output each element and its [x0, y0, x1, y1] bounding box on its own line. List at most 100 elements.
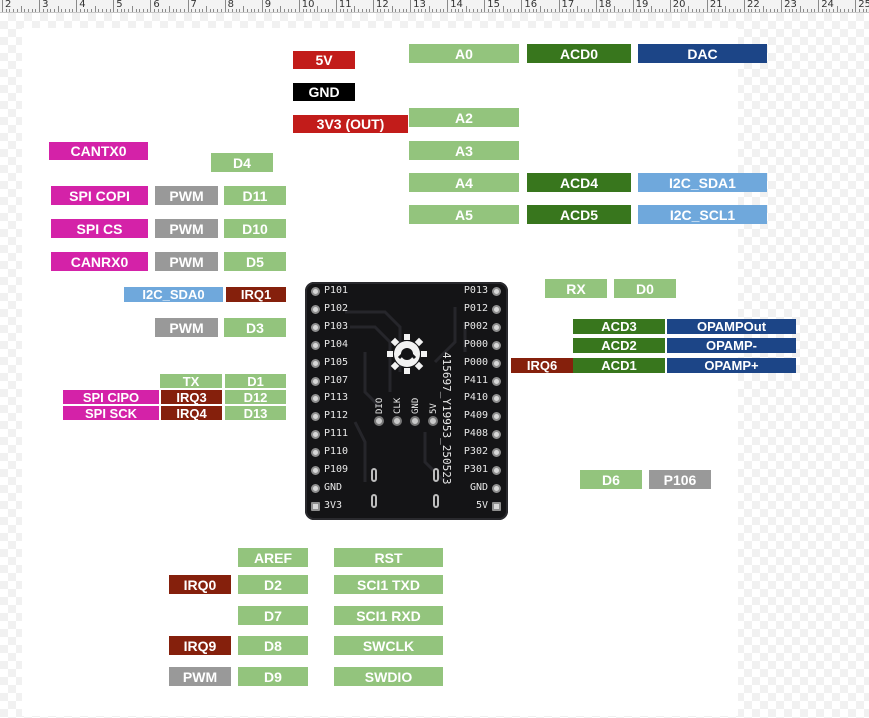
ruler-tick [495, 9, 497, 12]
pin-label-d12: D12 [225, 390, 286, 404]
ruler-tick [714, 9, 716, 12]
pin-label-irq9: IRQ9 [169, 636, 231, 655]
pin-name: P110 [324, 446, 349, 458]
ruler-tick [354, 6, 356, 12]
ruler-tick [651, 6, 653, 12]
ruler-tick [302, 9, 304, 12]
pin-label-i2c-scl1: I2C_SCL1 [638, 205, 767, 224]
pin-label-dac: DAC [638, 44, 767, 63]
ruler-number: 18 [598, 0, 612, 10]
ruler-tick [654, 9, 656, 12]
ruler-tick [335, 0, 337, 12]
pin-label-a5: A5 [409, 205, 519, 224]
ruler-tick [406, 9, 408, 12]
ruler-tick [510, 9, 512, 12]
ruler-tick [46, 9, 48, 12]
pin-label-rst: RST [334, 548, 443, 567]
pin-name: P000 [463, 338, 488, 350]
pin-label-a0: A0 [409, 44, 519, 63]
ruler-tick [751, 9, 753, 12]
ruler-tick [621, 9, 623, 12]
ruler-tick [803, 9, 805, 12]
ruler-tick [706, 0, 708, 12]
pin-label-pwm-d9: PWM [169, 667, 231, 686]
ruler-tick [16, 9, 18, 12]
ruler-tick [669, 0, 671, 12]
ruler-tick [625, 9, 627, 12]
pin-label-irq3: IRQ3 [161, 390, 222, 404]
ruler-number: 2 [5, 0, 12, 10]
pin-name: P103 [324, 320, 349, 332]
pin-pad [311, 358, 320, 368]
pin-name: P101 [324, 285, 349, 296]
ruler-tick [83, 9, 85, 12]
ruler-tick [432, 9, 434, 12]
ruler-tick [287, 9, 289, 12]
pin-label-d1: D1 [225, 374, 286, 388]
ruler-tick [673, 9, 675, 12]
ruler-tick [543, 9, 545, 12]
ruler-tick [721, 9, 723, 12]
ruler-tick [306, 9, 308, 12]
ruler-tick [695, 9, 697, 12]
pin-name: P104 [324, 338, 349, 350]
ruler-tick [606, 9, 608, 12]
swd-pad [428, 416, 438, 426]
ruler-tick [217, 9, 219, 12]
pin-label-opamp-minus: OPAMP- [667, 338, 796, 353]
ruler-tick [161, 9, 163, 12]
pin-label-irq1: IRQ1 [226, 287, 286, 302]
ruler-tick [213, 9, 215, 12]
pin-label-d3: D3 [224, 318, 286, 337]
ruler-tick [380, 9, 382, 12]
pin-pad [311, 322, 320, 332]
pin-name: P012 [463, 302, 488, 314]
ruler-tick [421, 9, 423, 12]
pin-label-aref: AREF [238, 548, 308, 567]
ruler-tick [120, 9, 122, 12]
ruler-tick [436, 9, 438, 12]
ruler-tick [476, 9, 478, 12]
ruler-tick [187, 0, 189, 12]
ruler-number: 10 [301, 0, 315, 10]
ruler-tick [617, 9, 619, 12]
ruler-tick [424, 9, 426, 12]
ruler-tick [781, 0, 783, 12]
pin-label-d6: D6 [580, 470, 642, 489]
ruler-tick [257, 9, 259, 12]
ruler-tick [146, 9, 148, 12]
swd-pad [374, 416, 384, 426]
ruler-tick [818, 0, 820, 12]
gear-logo-icon [387, 334, 427, 374]
ruler-tick [168, 6, 170, 12]
pin-pad [311, 376, 320, 386]
ruler-tick [198, 9, 200, 12]
pin-pad [492, 501, 501, 511]
pin-name: P408 [463, 428, 488, 440]
ruler-tick [361, 9, 363, 12]
ruler-tick [443, 9, 445, 12]
ruler-tick [347, 9, 349, 12]
pin-label-pwm-d10: PWM [155, 219, 218, 238]
ruler-tick [454, 9, 456, 12]
pin-pad [492, 412, 501, 422]
ruler-tick [280, 6, 282, 12]
ruler-tick [417, 9, 419, 12]
ruler-tick [699, 9, 701, 12]
pin-label-d9: D9 [238, 667, 308, 686]
ruler-tick [165, 9, 167, 12]
ruler-tick [447, 0, 449, 12]
ruler-tick [580, 9, 582, 12]
pin-pad [492, 430, 501, 440]
ruler-tick [94, 6, 96, 12]
pin-pad [311, 412, 320, 422]
ruler-tick [599, 9, 601, 12]
ruler-tick [666, 9, 668, 12]
ruler-number: 15 [487, 0, 501, 10]
pin-name: P109 [324, 464, 349, 475]
ruler-tick [603, 9, 605, 12]
pin-label-d5: D5 [224, 252, 286, 271]
ruler-tick [766, 9, 768, 12]
ruler-tick [291, 9, 293, 12]
